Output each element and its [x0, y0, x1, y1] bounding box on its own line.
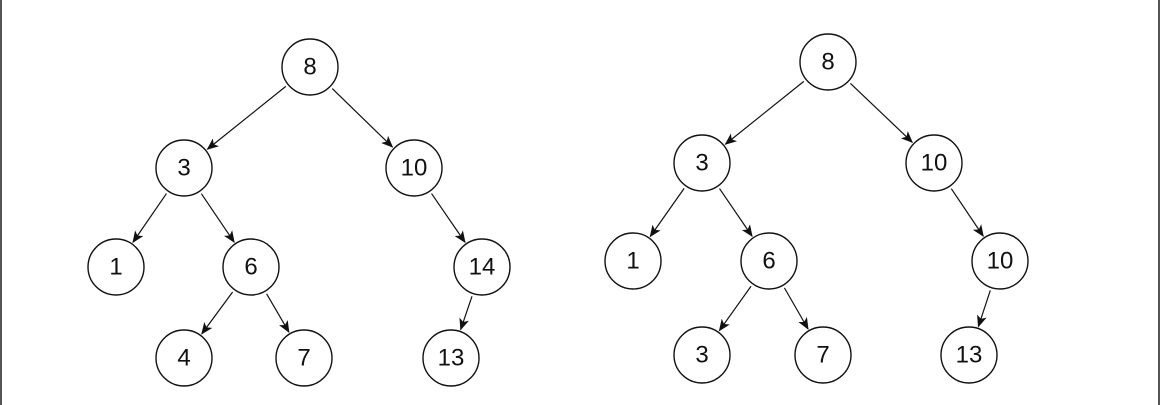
tree-node: 8	[799, 33, 857, 91]
node-circle	[155, 139, 213, 197]
node-circle	[799, 33, 857, 91]
node-circle	[281, 38, 339, 96]
node-label: 6	[762, 247, 775, 274]
node-label: 8	[821, 48, 834, 75]
node-label: 6	[244, 253, 257, 280]
tree-node: 4	[155, 329, 213, 387]
tree-node: 3	[155, 139, 213, 197]
tree-right-edges	[649, 80, 991, 332]
node-circle	[87, 238, 145, 296]
edge-arrow	[718, 285, 752, 332]
tree-right-nodes: 8 3 10 1 6 10 3 7 13	[604, 33, 1029, 384]
tree-node: 6	[740, 232, 798, 290]
node-label: 3	[695, 149, 708, 176]
tree-node: 3	[673, 134, 731, 192]
tree-left: 8 3 10 1 6 14 4 7 13	[87, 38, 511, 387]
tree-node: 14	[453, 238, 511, 296]
node-circle	[794, 326, 852, 384]
node-label: 10	[401, 154, 428, 181]
edge-arrow	[206, 85, 287, 150]
edge-arrow	[266, 293, 290, 333]
node-label: 14	[469, 253, 496, 280]
node-label: 7	[816, 341, 829, 368]
node-circle	[453, 238, 511, 296]
tree-node: 7	[794, 326, 852, 384]
edge-arrow	[719, 188, 753, 238]
edge-arrow	[724, 80, 805, 145]
edge-arrow	[200, 193, 235, 243]
node-circle	[673, 134, 731, 192]
node-circle	[422, 329, 480, 387]
tree-node: 1	[87, 238, 145, 296]
node-label: 3	[177, 154, 190, 181]
node-label: 13	[956, 341, 983, 368]
tree-node: 10	[971, 232, 1029, 290]
tree-node: 3	[673, 326, 731, 384]
node-label: 1	[626, 247, 639, 274]
tree-node: 7	[275, 329, 333, 387]
edge-arrow	[431, 193, 466, 244]
tree-left-edges	[132, 85, 473, 335]
tree-node: 6	[222, 238, 280, 296]
tree-right: 8 3 10 1 6 10 3 7 13	[604, 33, 1029, 384]
node-circle	[604, 232, 662, 290]
node-circle	[740, 232, 798, 290]
node-label: 1	[109, 253, 122, 280]
node-circle	[275, 329, 333, 387]
tree-node: 10	[905, 134, 963, 192]
node-circle	[222, 238, 280, 296]
node-label: 13	[438, 344, 465, 371]
node-circle	[971, 232, 1029, 290]
edge-arrow	[977, 290, 991, 328]
tree-left-nodes: 8 3 10 1 6 14 4 7 13	[87, 38, 511, 387]
tree-node: 13	[422, 329, 480, 387]
node-circle	[905, 134, 963, 192]
edge-arrow	[950, 188, 984, 237]
node-label: 3	[695, 341, 708, 368]
node-circle	[385, 139, 443, 197]
node-circle	[155, 329, 213, 387]
edge-arrow	[783, 287, 809, 330]
edge-arrow	[132, 193, 167, 244]
edge-arrow	[649, 188, 685, 238]
tree-node: 10	[385, 139, 443, 197]
edge-arrow	[850, 82, 914, 143]
node-circle	[940, 326, 998, 384]
node-label: 10	[987, 247, 1014, 274]
node-label: 7	[297, 344, 310, 371]
tree-node: 13	[940, 326, 998, 384]
node-label: 10	[921, 149, 948, 176]
node-circle	[673, 326, 731, 384]
node-label: 8	[303, 53, 316, 80]
node-label: 4	[177, 344, 190, 371]
edge-arrow	[201, 291, 234, 335]
tree-node: 1	[604, 232, 662, 290]
tree-node: 8	[281, 38, 339, 96]
edge-arrow	[331, 88, 394, 148]
edge-arrow	[459, 296, 473, 331]
